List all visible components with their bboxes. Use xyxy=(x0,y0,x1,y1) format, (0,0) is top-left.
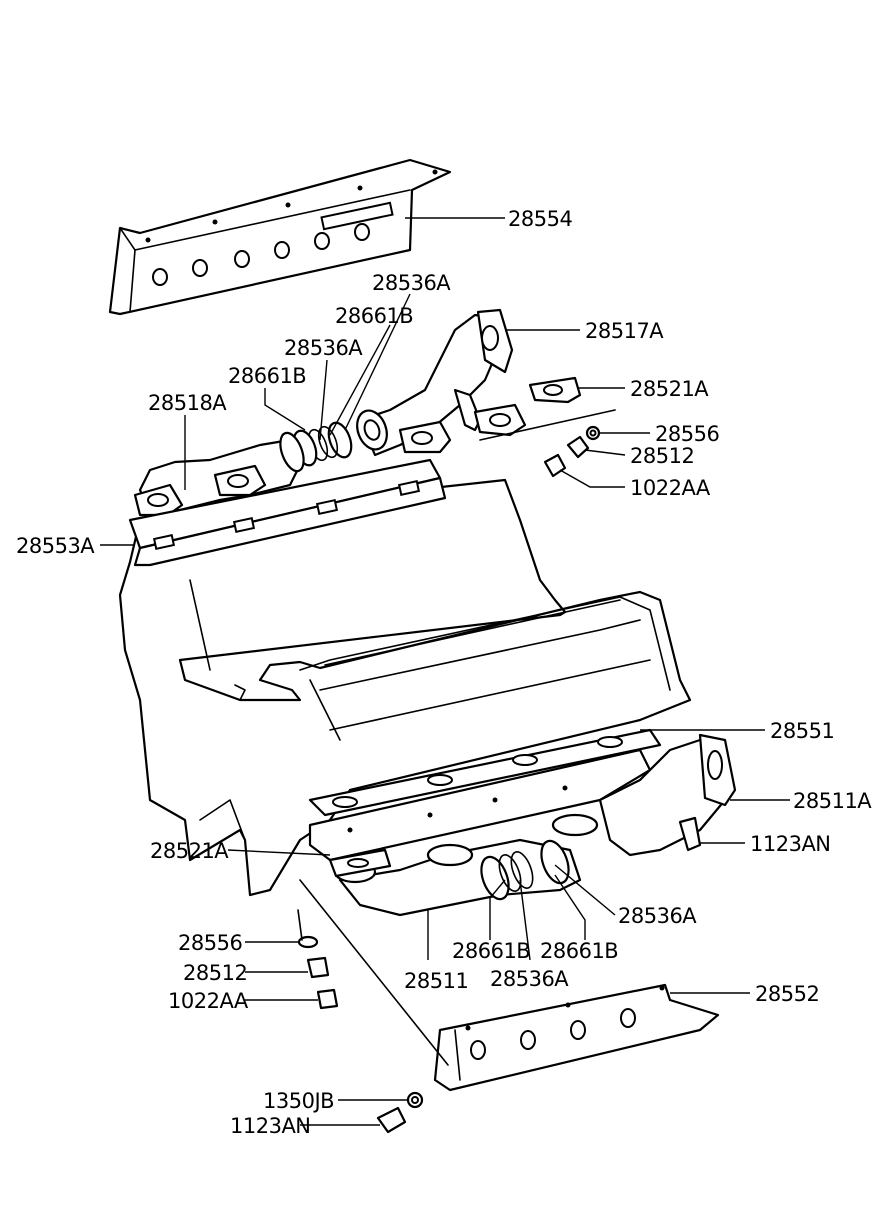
flange-gasket-rear[interactable] xyxy=(528,376,582,404)
manifold-gasket-rear[interactable] xyxy=(128,458,447,567)
label-manifold-rear[interactable]: 28518A xyxy=(148,391,228,415)
label-gasket-ring-a-bottom[interactable]: 28536A xyxy=(618,904,698,928)
label-washer-top[interactable]: 28556 xyxy=(655,422,720,446)
label-bolt-bottom[interactable]: 1123AN xyxy=(230,1114,311,1138)
label-pipe-front[interactable]: 28511A xyxy=(793,789,873,813)
heat-protector-upper[interactable] xyxy=(108,158,452,316)
label-spacer-top[interactable]: 28512 xyxy=(630,444,695,468)
label-heat-protector-lower[interactable]: 28552 xyxy=(755,982,820,1006)
label-gasket-front[interactable]: 28551 xyxy=(770,719,835,743)
label-gasket-ring-a-top-2[interactable]: 28536A xyxy=(284,336,364,360)
label-pipe-rear[interactable]: 28517A xyxy=(585,319,665,343)
label-gasket-rear-flange[interactable]: 28521A xyxy=(630,377,710,401)
label-heat-protector-upper[interactable]: 28554 xyxy=(508,207,573,231)
label-washer-bottom[interactable]: 28556 xyxy=(178,931,243,955)
label-gasket-ring-a-bottom-2[interactable]: 28536A xyxy=(490,967,570,991)
flange-gasket-front[interactable] xyxy=(328,848,392,878)
label-bolt-front[interactable]: 1123AN xyxy=(750,832,831,856)
bolt-bottom-assembly[interactable] xyxy=(376,1091,424,1134)
hardware-bottom[interactable] xyxy=(297,935,339,1010)
hardware-top[interactable] xyxy=(543,425,601,478)
exhaust-pipe-rear[interactable] xyxy=(352,308,527,457)
bolt-front[interactable] xyxy=(678,816,702,852)
heat-protector-lower[interactable] xyxy=(433,983,720,1092)
exhaust-manifold-front[interactable] xyxy=(308,748,652,917)
exhaust-manifold-rear[interactable] xyxy=(133,430,308,517)
label-spring-b-top-1[interactable]: 28661B xyxy=(335,304,414,328)
label-spacer-bottom[interactable]: 28512 xyxy=(183,961,248,985)
label-gasket-front-flange[interactable]: 28521A xyxy=(150,839,230,863)
label-spring-b-bottom-1[interactable]: 28661B xyxy=(452,939,531,963)
part-labels: 28554 28536A 28661B 28536A 28661B 28518A… xyxy=(16,207,873,1138)
label-nut-bottom[interactable]: 1022AA xyxy=(168,989,249,1013)
label-spring-b-top-2[interactable]: 28661B xyxy=(228,364,307,388)
fastener-guide-line-top xyxy=(479,409,616,441)
label-nut-top[interactable]: 1022AA xyxy=(630,476,711,500)
leader-lines xyxy=(100,217,790,1126)
label-gasket-ring-a-top[interactable]: 28536A xyxy=(372,271,452,295)
label-spring-b-bottom-2[interactable]: 28661B xyxy=(540,939,619,963)
manifold-gasket-front[interactable] xyxy=(308,728,662,817)
label-gasket-rear[interactable]: 28553A xyxy=(16,534,96,558)
protector-guide-line xyxy=(299,879,449,1066)
cylinder-head-outline xyxy=(118,478,692,897)
label-manifold-front[interactable]: 28511 xyxy=(404,969,469,993)
label-washer-bolt[interactable]: 1350JB xyxy=(263,1089,335,1113)
fastener-guide-line-bottom xyxy=(297,909,303,941)
